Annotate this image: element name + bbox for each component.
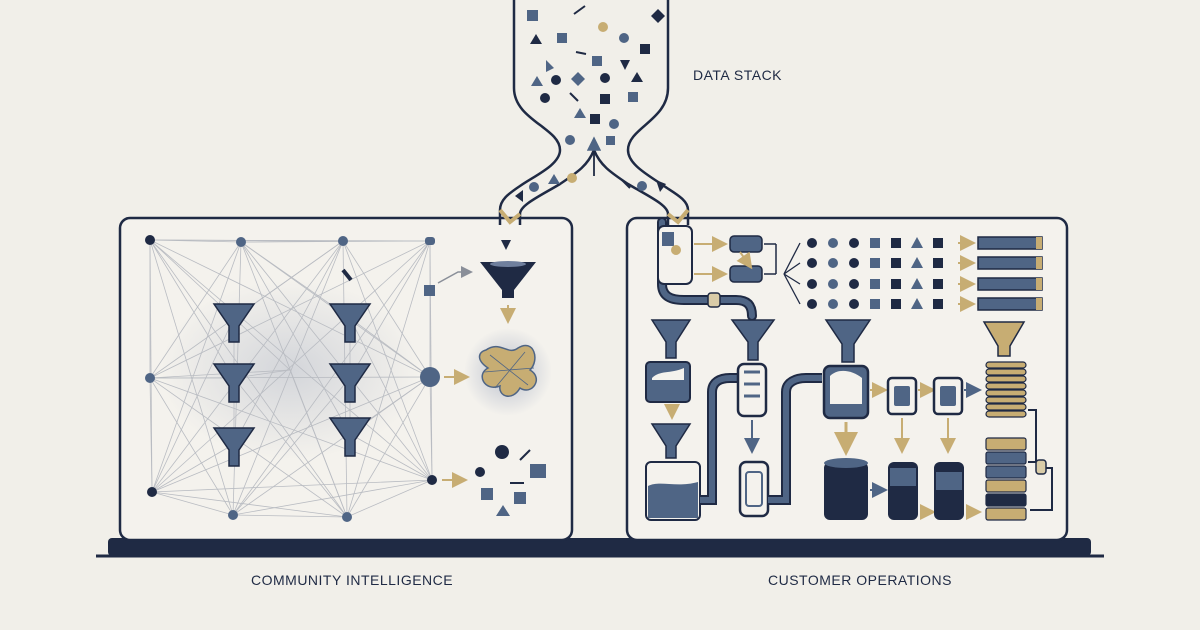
network-funnels — [212, 303, 372, 467]
data-particles — [515, 5, 666, 202]
base-platform — [96, 538, 1104, 558]
customer-operations-label: CUSTOMER OPERATIONS — [768, 572, 953, 588]
community-intelligence-label: COMMUNITY INTELLIGENCE — [251, 572, 454, 588]
data-stack-hopper — [498, 0, 690, 225]
community-outputs — [437, 240, 552, 516]
data-stack-label: DATA STACK — [693, 67, 783, 83]
customer-pipeline — [645, 217, 1053, 521]
